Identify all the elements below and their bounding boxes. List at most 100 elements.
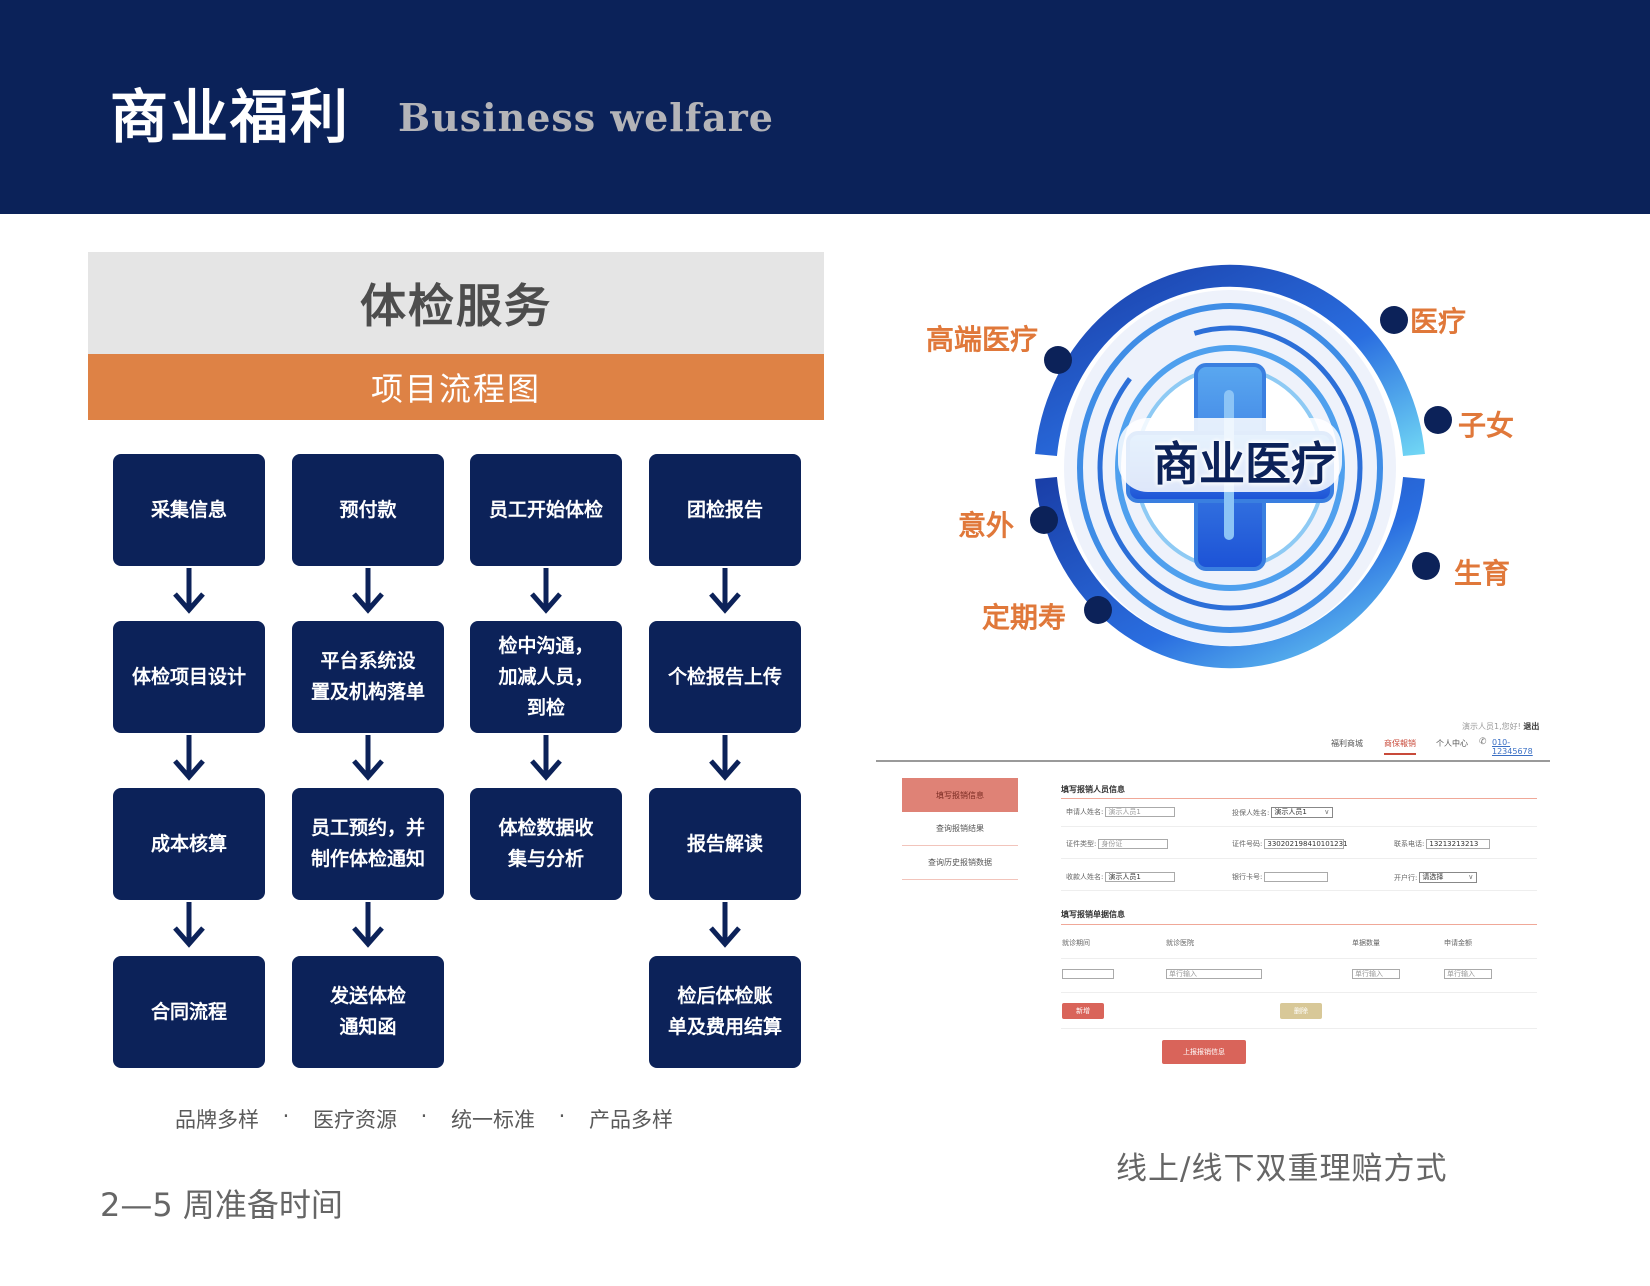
medical-category-label: 子女: [1458, 409, 1515, 442]
medical-emblem-graphic: [1035, 264, 1425, 669]
feature-list: 品牌多样 · 医疗资源 · 统一标准 · 产品多样: [175, 1104, 673, 1134]
phone-input[interactable]: 13213213213: [1426, 839, 1491, 849]
separator: ·: [282, 1104, 290, 1128]
section-title: 体检服务: [88, 252, 824, 354]
visit-date-picker[interactable]: [1062, 969, 1114, 979]
flow-step: 检后体检账 单及费用结算: [649, 956, 801, 1068]
nav-item-profile[interactable]: 个人中心: [1436, 739, 1468, 748]
claim-form-screenshot: 演示人员1,您好! 退出 福利商城 商保報销 个人中心 ✆ 010-123456…: [876, 716, 1550, 1064]
nav-item-mall[interactable]: 福利商城: [1331, 739, 1363, 748]
page-subtitle-en: Business welfare: [398, 95, 774, 140]
delete-row-button[interactable]: 删除: [1280, 1003, 1322, 1019]
logout-link[interactable]: 退出: [1523, 722, 1540, 731]
insured-field: 投保人姓名: 演示人员1: [1232, 807, 1334, 818]
arrow-down-icon: [352, 902, 384, 948]
arrow-down-icon: [709, 735, 741, 781]
medical-center-label: 商业医疗: [1153, 437, 1337, 491]
divider: [1061, 958, 1537, 959]
applicant-field: 申请人姓名: 演示人员1: [1066, 807, 1176, 817]
page-header: 商业福利 Business welfare: [0, 0, 1650, 214]
divider: [1061, 826, 1537, 827]
flow-step: 成本核算: [113, 788, 265, 900]
id-type-field: 证件类型: 身份证: [1066, 839, 1169, 849]
sidebar-item-history[interactable]: 查询历史报销数据: [902, 846, 1018, 880]
divider: [1061, 992, 1537, 993]
flow-step: 个检报告上传: [649, 621, 801, 733]
column-header: 申请金额: [1444, 939, 1472, 947]
feature-item: 统一标准: [451, 1108, 535, 1132]
phone-icon: ✆: [1479, 737, 1487, 747]
flow-step: 员工开始体检: [470, 454, 622, 566]
section-title-claimant: 填写报销人员信息: [1061, 785, 1125, 794]
divider: [1061, 798, 1537, 799]
category-dot-icon: [1044, 346, 1072, 374]
bank-select[interactable]: 请选择: [1419, 872, 1478, 883]
column-header: 就诊期间: [1062, 939, 1090, 947]
category-dot-icon: [1412, 552, 1440, 580]
flow-step: 检中沟通， 加减人员， 到检: [470, 621, 622, 733]
bank-card-field: 银行卡号:: [1232, 872, 1329, 882]
flow-step: 体检数据收 集与分析: [470, 788, 622, 900]
page-title: 商业福利: [110, 83, 351, 151]
category-dot-icon: [1084, 596, 1112, 624]
feature-item: 产品多样: [589, 1108, 673, 1132]
payee-field: 收款人姓名: 演示人员1: [1066, 872, 1176, 882]
flow-step: 采集信息: [113, 454, 265, 566]
column-header: 就诊医院: [1166, 939, 1194, 947]
medical-category-label: 意外: [958, 509, 1015, 542]
flow-step: 合同流程: [113, 956, 265, 1068]
payee-input[interactable]: 演示人员1: [1105, 872, 1176, 882]
flow-step: 体检项目设计: [113, 621, 265, 733]
arrow-down-icon: [173, 902, 205, 948]
claim-method-caption: 线上/线下双重理赔方式: [1116, 1151, 1448, 1187]
arrow-down-icon: [709, 902, 741, 948]
feature-item: 品牌多样: [175, 1108, 259, 1132]
add-row-button[interactable]: 新增: [1062, 1003, 1104, 1019]
flow-step: 平台系统设 置及机构落单: [292, 621, 444, 733]
receipt-count-input[interactable]: 单行输入: [1352, 969, 1400, 979]
section-subtitle: 项目流程图: [88, 354, 824, 420]
section-title-receipts: 填写报销单据信息: [1061, 910, 1125, 919]
submit-claim-button[interactable]: 上报报销信息: [1162, 1040, 1246, 1064]
prep-time-note: 2—5 周准备时间: [100, 1186, 343, 1224]
flow-step: 团检报告: [649, 454, 801, 566]
arrow-down-icon: [352, 735, 384, 781]
bank-card-input[interactable]: [1264, 872, 1329, 882]
phone-field: 联系电话: 13213213213: [1394, 839, 1491, 849]
id-type-input[interactable]: 身份证: [1098, 839, 1169, 849]
divider: [1061, 1028, 1537, 1029]
nav-item-claims[interactable]: 商保報销: [1384, 738, 1416, 755]
arrow-down-icon: [173, 568, 205, 614]
category-dot-icon: [1424, 406, 1452, 434]
hospital-input[interactable]: 单行输入: [1166, 969, 1262, 979]
flow-step: 员工预约，并 制作体检通知: [292, 788, 444, 900]
phone-link[interactable]: 010-12345678: [1492, 738, 1533, 756]
user-greeting: 演示人员1,您好! 退出: [1462, 722, 1540, 731]
divider: [1061, 890, 1537, 891]
category-dot-icon: [1030, 506, 1058, 534]
applicant-input[interactable]: 演示人员1: [1105, 807, 1176, 817]
insured-select[interactable]: 演示人员1: [1271, 807, 1334, 818]
amount-input[interactable]: 单行输入: [1444, 969, 1492, 979]
flow-step: 发送体检 通知函: [292, 956, 444, 1068]
sidebar-item-query-result[interactable]: 查询报销结果: [902, 812, 1018, 846]
category-dot-icon: [1380, 306, 1408, 334]
arrow-down-icon: [530, 568, 562, 614]
flow-step: 报告解读: [649, 788, 801, 900]
arrow-down-icon: [709, 568, 741, 614]
medical-category-label: 生育: [1454, 557, 1511, 590]
medical-category-label: 高端医疗: [926, 323, 1039, 356]
arrow-down-icon: [530, 735, 562, 781]
medical-category-label: 医疗: [1410, 305, 1467, 338]
bank-field: 开户行: 请选择: [1394, 872, 1478, 883]
form-sidebar: 填写报销信息 查询报销结果 查询历史报销数据: [902, 778, 1018, 880]
separator: ·: [558, 1104, 566, 1128]
feature-item: 医疗资源: [313, 1108, 397, 1132]
sidebar-item-fill-claim[interactable]: 填写报销信息: [902, 778, 1018, 812]
separator: ·: [420, 1104, 428, 1128]
id-number-field: 证件号码: 330202198410101231: [1232, 839, 1348, 849]
divider: [1061, 924, 1537, 925]
medical-category-label: 定期寿: [982, 601, 1067, 634]
arrow-down-icon: [352, 568, 384, 614]
id-number-input[interactable]: 330202198410101231: [1264, 839, 1348, 849]
